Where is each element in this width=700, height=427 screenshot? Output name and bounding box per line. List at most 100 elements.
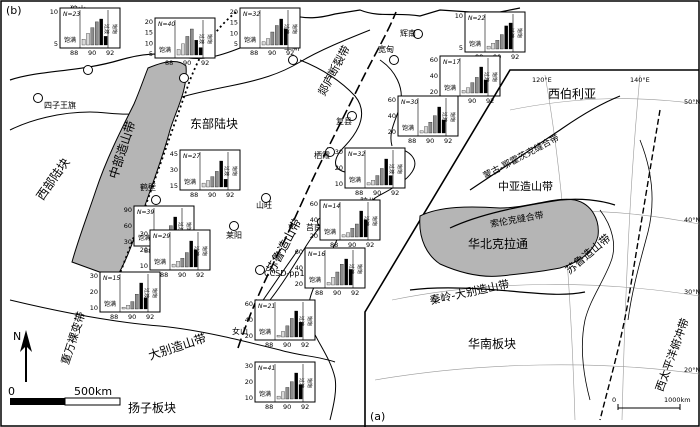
hist-bar [344,258,348,286]
hist-xtick: 88 [330,241,338,249]
hist-n: N=40 [158,21,175,28]
site-marker [151,195,161,205]
hist-ytick: 20 [245,332,253,340]
hist-ytick: 20 [335,164,343,172]
site-marker [261,193,271,203]
hist-bar [491,43,495,50]
site-label: 四子王旗 [44,100,76,110]
hist-xtick: 90 [283,403,291,411]
hist-bar [171,263,176,268]
hist-ytick: 20 [245,378,253,386]
site-marker [413,29,423,39]
hist-ytick: 40 [388,112,396,120]
hist-fertile: 饱饱 [306,316,313,326]
hist-ytick: 20 [145,18,153,26]
inset-lon120: 120°E [532,76,552,84]
inset-lat20: 20°N [684,366,700,374]
hist-transitional: 过渡 [283,24,290,34]
hist-ytick: 10 [90,304,98,312]
hist-xtick: 88 [408,137,416,145]
site-shanwang: 山旺 [256,193,272,210]
site-label: 复县 [336,116,352,126]
hist-bar [281,331,285,338]
hist-bar [348,269,353,286]
hist-bar [441,119,446,134]
hist-ytick: 15 [145,29,153,37]
inset-ncc: 华北克拉通 [468,236,528,251]
hist-n: N=32 [243,11,260,18]
site-marker [389,55,399,65]
north-label: N [13,330,21,343]
hist-ytick: 60 [310,200,318,208]
hist-bar [279,18,283,46]
hist-depleted: 饱满 [64,36,76,44]
hist-bar [103,36,108,46]
hist-bar [130,301,135,310]
hist-fertile: 饱饱 [491,72,498,82]
hist-xtick: 92 [286,49,294,57]
hist-fertile: 饱饱 [516,28,523,38]
hist-xtick: 88 [250,49,258,57]
inner-boundary [9,29,371,131]
hist-transitional: 过渡 [298,378,305,388]
hist-bar [215,171,219,188]
panel-b-label: (b) [6,4,22,17]
hist-xtick: 90 [348,241,356,249]
hist-n: N=39 [137,209,154,216]
hist-bar [176,261,180,268]
hist-xtick: 88 [190,191,198,199]
hist-bar [495,40,500,50]
hist-bar [380,168,384,186]
hist-bar [189,240,193,268]
hist-bar [275,25,279,46]
hist-xtick: 92 [511,53,519,61]
hist-ytick: 60 [124,222,132,230]
hist-bar [475,77,479,94]
hist-fertile: 饱饱 [371,216,378,226]
hist-bar [285,387,290,400]
hist-fertile: 饱饱 [306,378,313,388]
hist-bar [99,18,103,46]
hist-bar [461,90,466,94]
hist-transitional: 过渡 [143,288,150,298]
hist-ytick: 20 [310,232,318,240]
hist-transitional: 过渡 [348,264,355,274]
hist-bar [355,223,359,238]
hist-bar [331,277,335,286]
hist-bar [90,27,95,46]
hist-n: N=21 [258,303,275,310]
hist-fertile: 饱饱 [449,112,456,122]
main-map: 西部陆块 中部造山带 东部陆块 苏鲁造山带 大别造山带 扬子板块 郯庐断裂带 重… [8,4,526,421]
hist-xtick: 88 [265,341,273,349]
hist-bar [500,34,504,50]
scale-bar: 0 500km [8,385,121,406]
hist-ytick: 30 [335,148,343,156]
hist-bar [483,79,488,94]
site-marker [347,111,357,121]
hist-bar [375,175,380,186]
hist-ytick: 45 [170,150,178,158]
scale-zero: 0 [8,385,15,398]
hist-ytick: 20 [388,128,396,136]
tanlu-fault [237,11,397,349]
site-siziwangqi: 四子王旗 [33,93,76,110]
hist-fertile: 饱饱 [206,34,213,44]
hist-bar [176,49,181,56]
hist-ytick: 5 [459,44,463,52]
site-label: 女山 [232,326,248,336]
hist-xtick: 88 [160,271,168,279]
hist-depleted: 饱满 [244,36,256,44]
hist-bar [424,126,428,134]
hist-bar [86,33,90,46]
label-yangtze-block: 扬子板块 [128,400,176,415]
hist-fertile: 饱饱 [201,246,208,256]
hist-ytick: 15 [170,182,178,190]
hist-depleted: 饱满 [444,84,456,92]
